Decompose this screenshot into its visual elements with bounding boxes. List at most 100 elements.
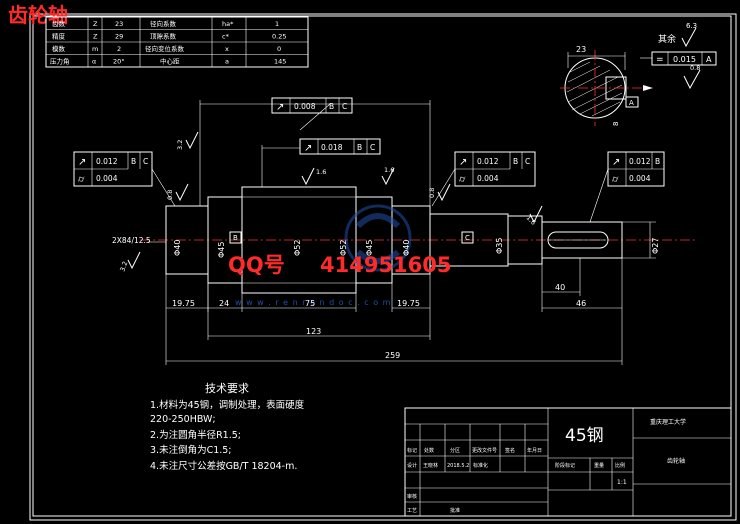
tb-ratio: 比例 — [615, 462, 625, 469]
gear-row4-name2: 中心距 — [160, 57, 180, 66]
tol-frame-2: ↗ 0.018 B C — [299, 138, 381, 155]
rough-3: 1.6 — [316, 168, 326, 176]
svg-text:0.018: 0.018 — [321, 143, 343, 152]
svg-text:C: C — [525, 157, 530, 166]
dim-l3: 75 — [305, 299, 315, 308]
tb-r1: 标记 — [407, 447, 417, 454]
svg-text:B: B — [513, 157, 518, 166]
tb-material: 45钢 — [565, 426, 604, 446]
svg-text:0.004: 0.004 — [629, 174, 651, 183]
tb-date: 2018.5.2 — [447, 463, 469, 469]
tb-r5: 签名 — [505, 447, 515, 454]
svg-text:↗: ↗ — [459, 157, 467, 168]
svg-text:=: = — [656, 55, 664, 65]
gear-row4-name: 压力角 — [50, 57, 70, 66]
svg-text:⌭: ⌭ — [78, 175, 85, 185]
tb-r4: 更改文件号 — [472, 447, 497, 454]
tech-line-2: 220-250HBW; — [150, 414, 216, 425]
datum-a-label: A — [629, 99, 634, 107]
rough-7: 3.2 — [118, 260, 129, 272]
svg-text:B: B — [131, 157, 136, 166]
rough-2: 0.8 — [166, 190, 174, 200]
gear-row1-val2: 1 — [275, 20, 279, 28]
tol-frame-5: ↗ 0.012 B C ⌭ 0.004 — [454, 151, 536, 187]
tol-frame-3: ↗ 0.012 B C ⌭ 0.004 — [73, 151, 153, 187]
bottom-dim-lines — [165, 258, 623, 365]
dim-d3: Φ52 — [293, 240, 302, 256]
drawing-title: 齿轮轴 — [8, 3, 68, 27]
tb-r3: 分区 — [450, 447, 460, 454]
svg-text:B: B — [329, 102, 334, 111]
tech-line-4: 3.未注倒角为C1.5; — [150, 444, 232, 456]
svg-text:B: B — [357, 143, 362, 152]
section-view: 23 8 — [560, 45, 653, 126]
dim-d7: Φ27 — [651, 238, 660, 254]
svg-text:↗: ↗ — [304, 143, 312, 154]
datum-c: C — [465, 234, 470, 242]
svg-text:0.004: 0.004 — [477, 174, 499, 183]
datum-a-box — [625, 96, 639, 108]
datum-b-box — [229, 231, 242, 244]
gear-row2-name2: 顶隙系数 — [150, 32, 177, 41]
tb-school: 重庆理工大学 — [650, 418, 686, 426]
gear-row4-val2: 145 — [274, 58, 286, 66]
rest-label: 其余 — [658, 33, 676, 45]
dim-d1: Φ40 — [173, 240, 182, 256]
svg-text:B: B — [655, 157, 660, 166]
gear-row2-z: Z — [93, 33, 98, 41]
tb-craft: 工艺 — [407, 508, 417, 514]
tol-frame-section: = 0.015 A — [651, 51, 717, 66]
watermark-qq-label: QQ号 — [228, 253, 285, 277]
gear-row3-name: 模数 — [52, 44, 66, 53]
svg-text:0.012: 0.012 — [477, 157, 499, 166]
gear-row4-val: 20° — [113, 58, 125, 66]
tech-line-1: 1.材料为45钢，调制处理，表面硬度 — [150, 399, 305, 411]
tb-weight: 重量 — [594, 462, 604, 469]
sheet-border — [29, 13, 737, 521]
roughness-marks: 3.2 0.8 1.6 1.6 0.8 1.6 3.2 — [118, 131, 543, 273]
gear-row1-name2: 径向系数 — [150, 19, 177, 28]
svg-text:0.012: 0.012 — [629, 157, 651, 166]
rest-roughness-note: 其余 6.3 — [658, 22, 697, 48]
watermark-logo — [344, 204, 412, 272]
watermark-url: w w w . r e n r e n d o c . c o m — [235, 298, 391, 307]
datum-c-box — [461, 231, 474, 244]
sec-rough: 0.8 — [690, 64, 700, 72]
svg-text:↗: ↗ — [276, 102, 284, 113]
tol-frame-7: ↗ 0.012 B ⌭ 0.004 — [607, 151, 665, 187]
dim-d3b: Φ52 — [339, 240, 348, 256]
top-dim-lines — [199, 100, 431, 206]
dim-d5: Φ40 — [402, 240, 411, 256]
svg-text:↗: ↗ — [78, 157, 86, 168]
svg-text:0.004: 0.004 — [96, 174, 118, 183]
svg-text:A: A — [706, 55, 712, 64]
gear-row3-sym2: x — [225, 45, 229, 53]
tech-heading: 技术要求 — [205, 382, 249, 395]
dim-l1: 19.75 — [172, 299, 195, 308]
gear-row3-name2: 径向变位系数 — [145, 44, 185, 53]
dim-d4: Φ45 — [365, 240, 374, 256]
tb-design: 设计 — [407, 462, 417, 469]
rough-4: 1.6 — [384, 166, 394, 174]
gear-row2-val2: 0.25 — [272, 33, 286, 41]
svg-text:↗: ↗ — [612, 157, 620, 168]
gear-row3-val: 2 — [117, 45, 121, 53]
gear-row3-sym: m — [92, 45, 98, 53]
gear-row1-name: 齿数 — [52, 19, 66, 28]
gear-row1-val: 23 — [115, 20, 123, 28]
gear-row2-name: 精度 — [52, 32, 66, 41]
dim-l7: 123 — [306, 327, 321, 336]
datum-b: B — [233, 234, 238, 242]
svg-text:C: C — [342, 102, 347, 111]
tb-check: 审核 — [407, 493, 417, 500]
dim-l6: 46 — [576, 299, 586, 308]
tech-requirements: 技术要求 1.材料为45钢，调制处理，表面硬度 220-250HBW; 2.为注… — [150, 382, 305, 472]
svg-text:C: C — [143, 157, 148, 166]
gear-row4-sym: α — [92, 58, 96, 66]
gear-row1-sym: Z — [93, 20, 98, 28]
section-dim-23: 23 — [576, 45, 586, 54]
dim-l2: 24 — [219, 299, 229, 308]
gear-row3-val2: 0 — [277, 45, 281, 53]
dim-l5: 40 — [555, 283, 565, 292]
